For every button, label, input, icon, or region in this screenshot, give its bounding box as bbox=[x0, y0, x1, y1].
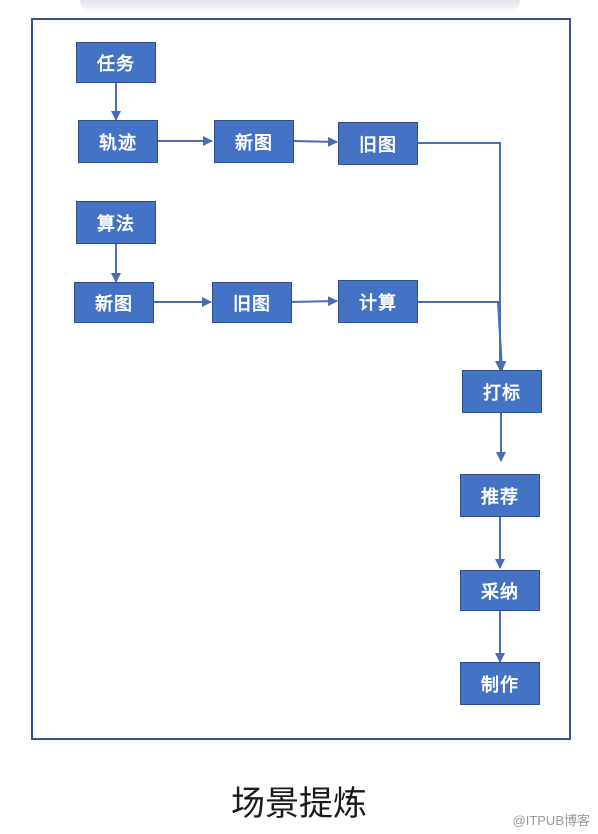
node-algorithm: 算法 bbox=[76, 201, 156, 244]
watermark: @ITPUB博客 bbox=[512, 813, 590, 828]
edge-oldmap1-annotate bbox=[416, 142, 505, 371]
diagram-frame bbox=[31, 18, 571, 740]
node-trajectory: 轨迹 bbox=[78, 120, 158, 163]
edge-oldmap2-compute bbox=[289, 296, 338, 307]
node-compute: 计算 bbox=[338, 280, 418, 323]
node-adopt: 采纳 bbox=[460, 570, 540, 611]
node-task: 任务 bbox=[76, 42, 156, 83]
node-new-map: 新图 bbox=[74, 282, 154, 323]
node-annotate: 打标 bbox=[462, 370, 542, 413]
node-old-map: 旧图 bbox=[338, 122, 418, 165]
node-produce: 制作 bbox=[460, 662, 540, 705]
edge-compute-annotate bbox=[416, 301, 507, 371]
edge-newmap1-oldmap1 bbox=[292, 136, 338, 147]
node-recommend: 推荐 bbox=[460, 474, 540, 517]
figure-caption: 场景提炼 bbox=[231, 784, 367, 824]
top-shadow bbox=[80, 0, 520, 14]
node-old-map: 旧图 bbox=[212, 282, 292, 323]
node-new-map: 新图 bbox=[214, 120, 294, 163]
